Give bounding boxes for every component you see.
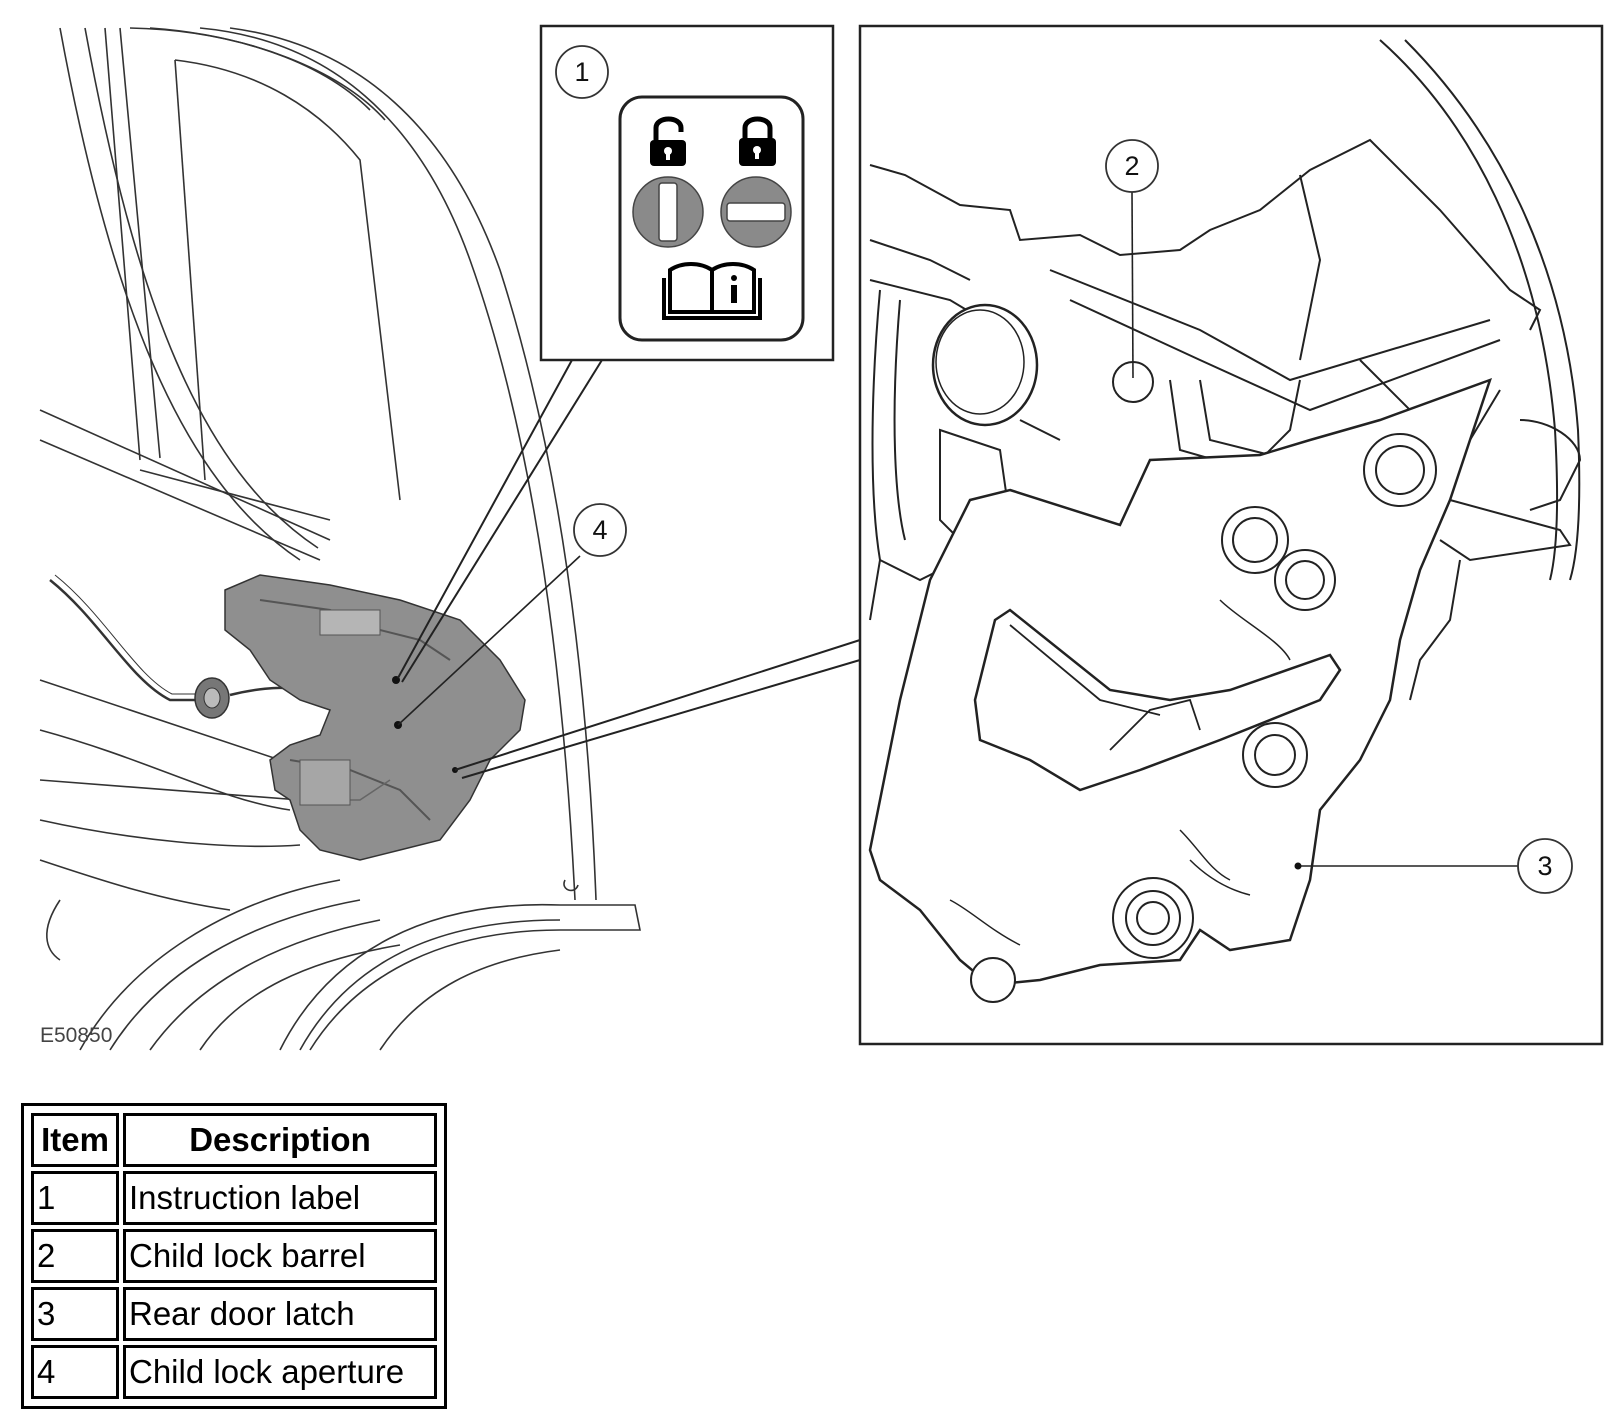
callout-4: 4: [397, 503, 627, 726]
rear-door-latch: [868, 377, 1493, 1003]
door-overview: [39, 27, 641, 1051]
unlocked-padlock-icon: [650, 116, 686, 166]
table-row: 2 Child lock barrel: [31, 1229, 437, 1283]
instruction-label-inset: [397, 24, 835, 683]
legend-header-item: Item: [31, 1113, 119, 1167]
legend-item-description: Rear door latch: [123, 1287, 437, 1341]
legend-item-number: 2: [31, 1229, 119, 1283]
legend-header-row: Item Description: [31, 1113, 437, 1167]
legend-item-description: Child lock barrel: [123, 1229, 437, 1283]
legend-table-frame: Item Description 1 Instruction label 2 C…: [21, 1103, 447, 1409]
diagram: E50850: [39, 24, 1604, 1051]
legend-table: Item Description 1 Instruction label 2 C…: [27, 1109, 441, 1403]
callout-1: 1: [555, 45, 609, 99]
figure-id-label: E50850: [40, 1024, 112, 1047]
svg-text:2: 2: [1124, 151, 1139, 181]
latch-assembly-overview: [194, 574, 526, 861]
callout-3: 3: [1294, 838, 1573, 894]
barrel-unlock-position-icon: [632, 176, 704, 248]
legend-header-description: Description: [123, 1113, 437, 1167]
child-lock-barrel: [931, 303, 1154, 427]
table-row: 3 Rear door latch: [31, 1287, 437, 1341]
callouts: 1 4 2 3: [397, 45, 1573, 894]
manual-book-icon: [662, 262, 762, 320]
legend-item-number: 3: [31, 1287, 119, 1341]
locked-padlock-icon: [739, 116, 776, 166]
legend-item-description: Instruction label: [123, 1171, 437, 1225]
legend-item-number: 4: [31, 1345, 119, 1399]
legend-item-description: Child lock aperture: [123, 1345, 437, 1399]
svg-text:4: 4: [592, 515, 607, 545]
latch-detail-inset: [454, 24, 1604, 1046]
svg-text:1: 1: [574, 57, 589, 87]
table-row: 1 Instruction label: [31, 1171, 437, 1225]
barrel-lock-position-icon: [720, 176, 792, 248]
table-row: 4 Child lock aperture: [31, 1345, 437, 1399]
callout-2: 2: [1105, 139, 1159, 379]
legend-item-number: 1: [31, 1171, 119, 1225]
svg-text:3: 3: [1537, 851, 1552, 881]
